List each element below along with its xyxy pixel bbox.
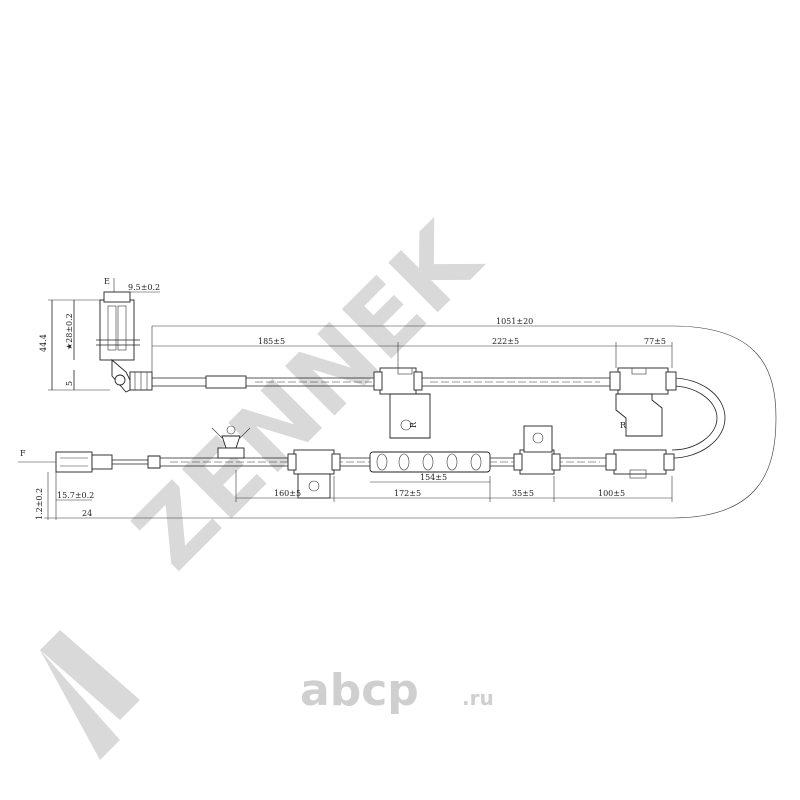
dim-overall-length: 1051±20 bbox=[496, 317, 533, 326]
upper-dimensions: 1051±20 185±5 222±5 77±5 bbox=[151, 317, 777, 519]
dim-seg-g: 35±5 bbox=[512, 489, 534, 498]
watermark-site-suffix: .ru bbox=[462, 686, 494, 710]
view-label-f: F bbox=[20, 449, 26, 458]
upper-cable bbox=[152, 375, 726, 459]
upper-clip-right: R bbox=[609, 367, 677, 437]
dim-sensor-height: 44.4 bbox=[39, 334, 48, 352]
dim-sensor-small: 5 bbox=[65, 381, 74, 386]
dim-sensor-offset: 9.5±0.2 bbox=[128, 283, 160, 292]
dim-seg-a: 185±5 bbox=[258, 337, 285, 346]
lower-clip-3 bbox=[605, 449, 675, 479]
watermark-site-text: abcp bbox=[300, 665, 419, 716]
dim-conn-total: 24 bbox=[82, 509, 92, 518]
watermark-chevron bbox=[40, 630, 140, 760]
connector-dimensions: F 15.7±0.2 24 1.2±0.2 bbox=[18, 449, 112, 520]
lower-grommet bbox=[369, 451, 491, 473]
dim-conn-offset: 1.2±0.2 bbox=[35, 488, 44, 520]
watermark-brand-text: ZENNEK bbox=[113, 200, 503, 590]
watermark-site: abcp .ru bbox=[300, 665, 494, 716]
dim-seg-d: 160±5 bbox=[274, 489, 301, 498]
dim-seg-e: 154±5 bbox=[420, 473, 447, 482]
dim-seg-b: 222±5 bbox=[492, 337, 519, 346]
clip-mark-right: R bbox=[620, 421, 627, 430]
dim-conn-width: 15.7±0.2 bbox=[57, 491, 94, 500]
watermark-brand: ZENNEK bbox=[113, 200, 503, 590]
sensor-dimensions: E 9.5±0.2 44.4 ★28±0.2 5 bbox=[39, 277, 160, 391]
dim-sensor-bore: ★28±0.2 bbox=[65, 313, 74, 350]
clip-mark-left: R bbox=[409, 421, 418, 428]
dim-seg-f: 172±5 bbox=[394, 489, 421, 498]
push-clip bbox=[211, 425, 251, 459]
sensor-head bbox=[96, 291, 153, 393]
dim-seg-c: 77±5 bbox=[644, 337, 666, 346]
upper-clip-left: R bbox=[373, 367, 431, 439]
lower-dimensions: 160±5 172±5 35±5 100±5 154±5 bbox=[112, 470, 673, 519]
view-label-e: E bbox=[104, 277, 110, 286]
dim-seg-h: 100±5 bbox=[598, 489, 625, 498]
connector bbox=[55, 451, 161, 473]
lower-clip-1 bbox=[287, 449, 341, 499]
lower-clip-2 bbox=[513, 425, 561, 475]
